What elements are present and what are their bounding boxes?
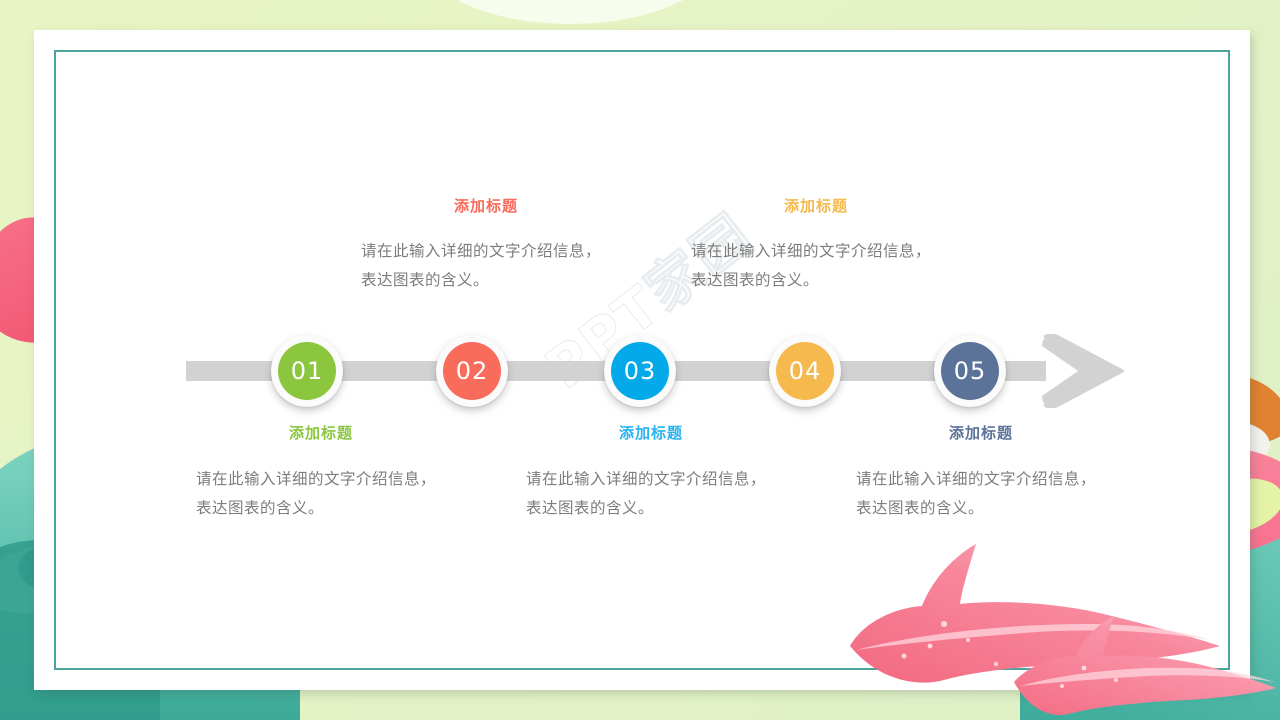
timeline-title-01[interactable]: 添加标题 (288, 424, 353, 442)
timeline-node-05[interactable]: 05 (934, 335, 1006, 407)
timeline-body-02[interactable]: 请在此输入详细的文字介绍信息，表达图表的含义。 (361, 242, 602, 289)
timeline-text-block-02: 添加标题请在此输入详细的文字介绍信息，表达图表的含义。 (361, 195, 611, 295)
timeline-node-number-03: 03 (611, 342, 669, 400)
timeline-text-block-05: 添加标题请在此输入详细的文字介绍信息，表达图表的含义。 (856, 422, 1106, 523)
timeline-node-01[interactable]: 01 (271, 335, 343, 407)
timeline-body-04[interactable]: 请在此输入详细的文字介绍信息，表达图表的含义。 (691, 242, 932, 289)
timeline-title-05[interactable]: 添加标题 (948, 424, 1013, 442)
timeline-node-03[interactable]: 03 (604, 335, 676, 407)
card-inner-border (54, 50, 1230, 670)
timeline-title-04[interactable]: 添加标题 (783, 197, 848, 215)
timeline-title-03[interactable]: 添加标题 (618, 424, 683, 442)
timeline-node-number-01: 01 (278, 342, 336, 400)
timeline-text-block-03: 添加标题请在此输入详细的文字介绍信息，表达图表的含义。 (526, 422, 776, 523)
timeline-node-number-05: 05 (941, 342, 999, 400)
timeline-title-02[interactable]: 添加标题 (453, 197, 518, 215)
timeline-node-04[interactable]: 04 (769, 335, 841, 407)
timeline-node-number-04: 04 (776, 342, 834, 400)
timeline-text-block-04: 添加标题请在此输入详细的文字介绍信息，表达图表的含义。 (691, 195, 941, 295)
timeline-arrow-icon (1036, 330, 1126, 412)
timeline-node-02[interactable]: 02 (436, 335, 508, 407)
timeline-body-03[interactable]: 请在此输入详细的文字介绍信息，表达图表的含义。 (526, 470, 767, 517)
timeline-text-block-01: 添加标题请在此输入详细的文字介绍信息，表达图表的含义。 (196, 422, 446, 523)
timeline-node-number-02: 02 (443, 342, 501, 400)
timeline-body-01[interactable]: 请在此输入详细的文字介绍信息，表达图表的含义。 (196, 470, 437, 517)
timeline-body-05[interactable]: 请在此输入详细的文字介绍信息，表达图表的含义。 (856, 470, 1097, 517)
